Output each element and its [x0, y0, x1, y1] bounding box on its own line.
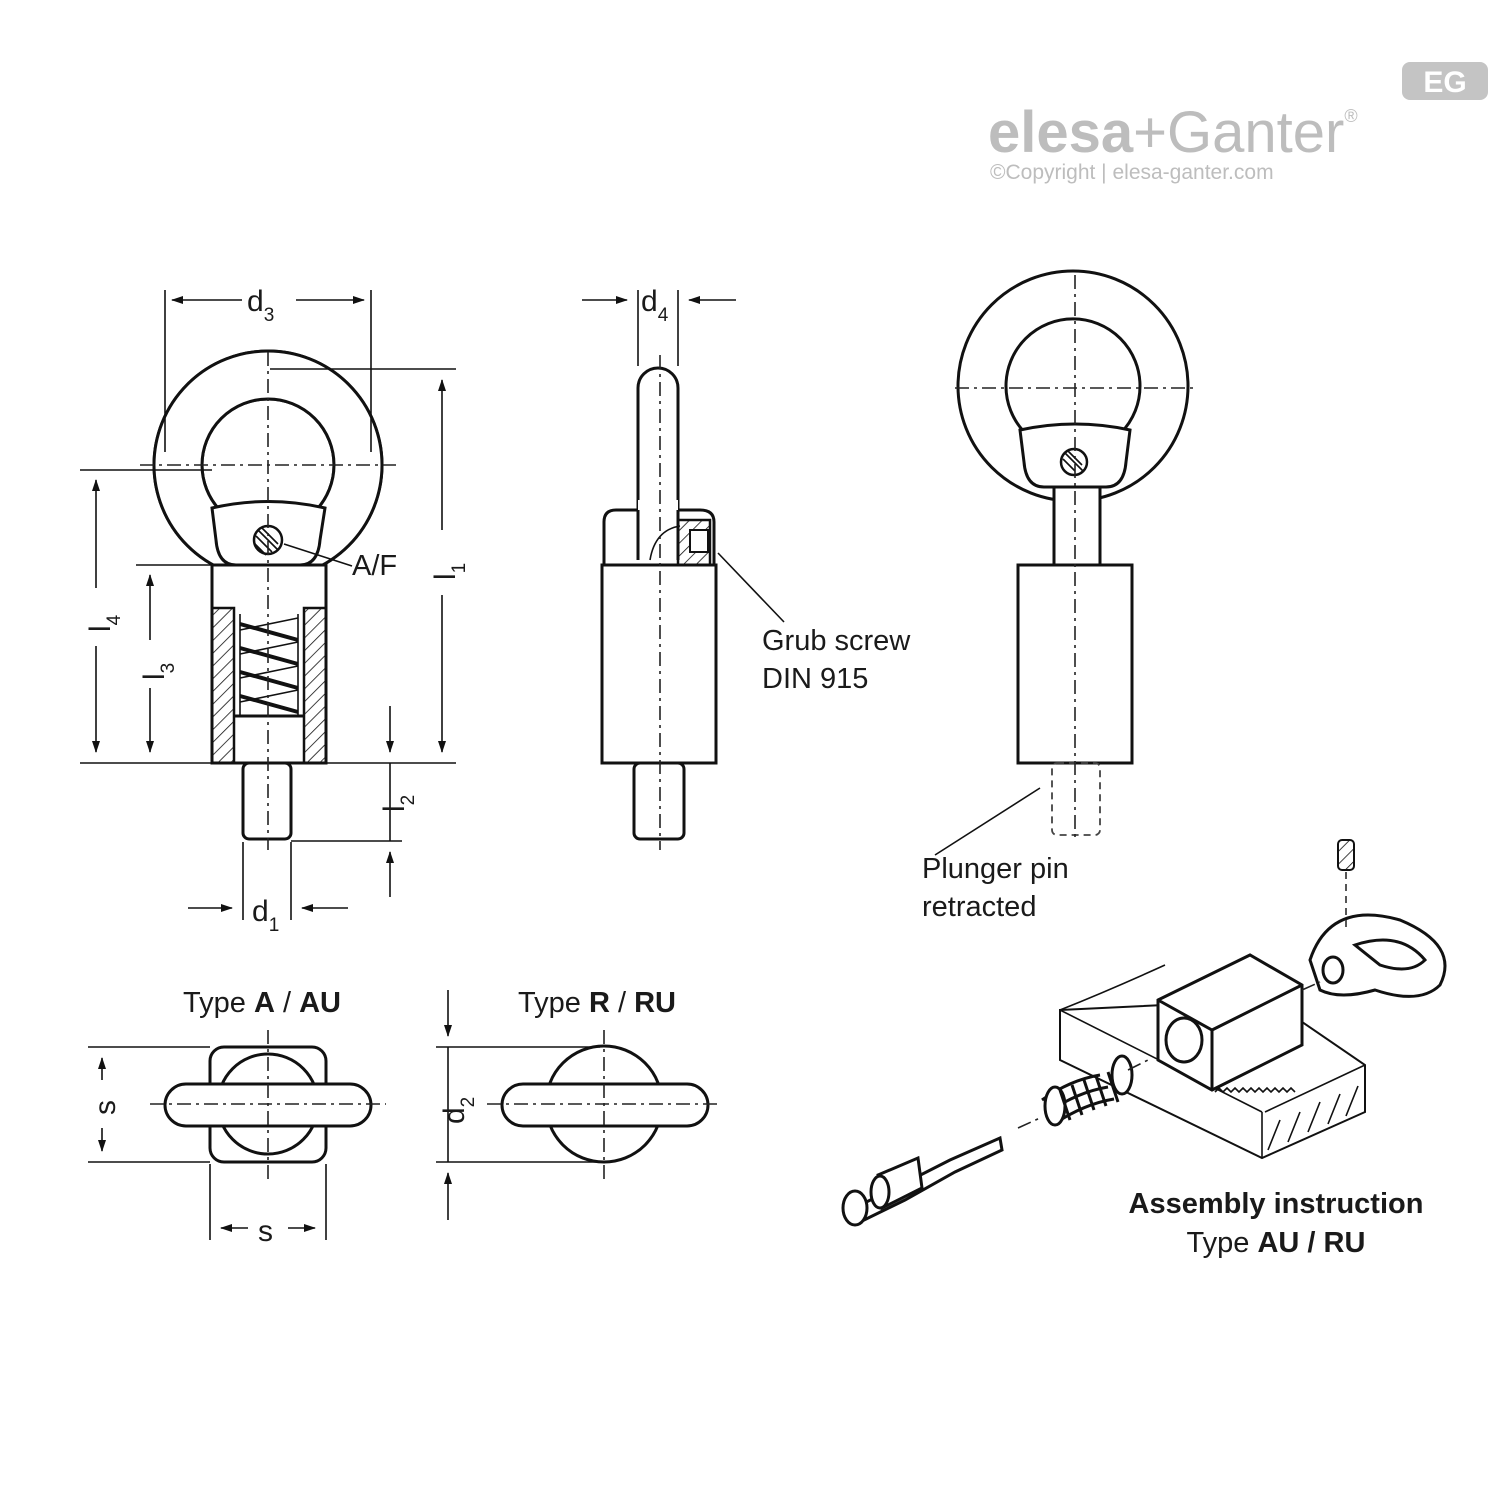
retracted-view: Plunger pin retracted [922, 269, 1195, 923]
dim-d1: d1 [252, 895, 279, 936]
type-a-top-view: Type A / AU s s [88, 987, 386, 1248]
brand-name: elesa+Ganter® [988, 100, 1358, 165]
type-r-title: Type R / RU [518, 987, 676, 1019]
front-section-view: d3 l1 l4 l3 l2 d1 A/F [80, 285, 470, 936]
dim-l2: l2 [378, 795, 419, 812]
brand-copyright: ©Copyright | elesa-ganter.com [990, 161, 1274, 184]
dim-l4: l4 [84, 614, 125, 632]
label-plunger-pin: Plunger pin [922, 853, 1069, 885]
dim-s-horizontal: s [258, 1215, 273, 1248]
type-r-top-view: Type R / RU d2 [436, 987, 722, 1220]
assembly-isometric: Assembly instruction Type AU / RU [841, 839, 1447, 1259]
assembly-title: Assembly instruction [1129, 1188, 1424, 1220]
dim-d4: d4 [641, 285, 669, 326]
assembly-type: Type AU / RU [1187, 1227, 1366, 1259]
dim-l3: l3 [138, 663, 179, 680]
label-grub-screw: Grub screw [762, 625, 911, 657]
side-view: d4 Grub screw DIN 915 [582, 285, 911, 850]
dim-l1: l1 [429, 563, 470, 580]
dim-d2: d2 [438, 1097, 479, 1124]
spring [239, 614, 299, 716]
badge-box [1402, 62, 1488, 100]
dim-s-vertical: s [89, 1100, 122, 1115]
label-retracted: retracted [922, 891, 1036, 923]
badge-text: EG [1423, 66, 1466, 99]
label-din-915: DIN 915 [762, 663, 868, 695]
brand-logo: EG elesa+Ganter® ©Copyright | elesa-gant… [988, 62, 1488, 184]
label-af: A/F [352, 550, 397, 582]
dim-d3: d3 [247, 285, 274, 326]
type-a-title: Type A / AU [183, 987, 341, 1019]
